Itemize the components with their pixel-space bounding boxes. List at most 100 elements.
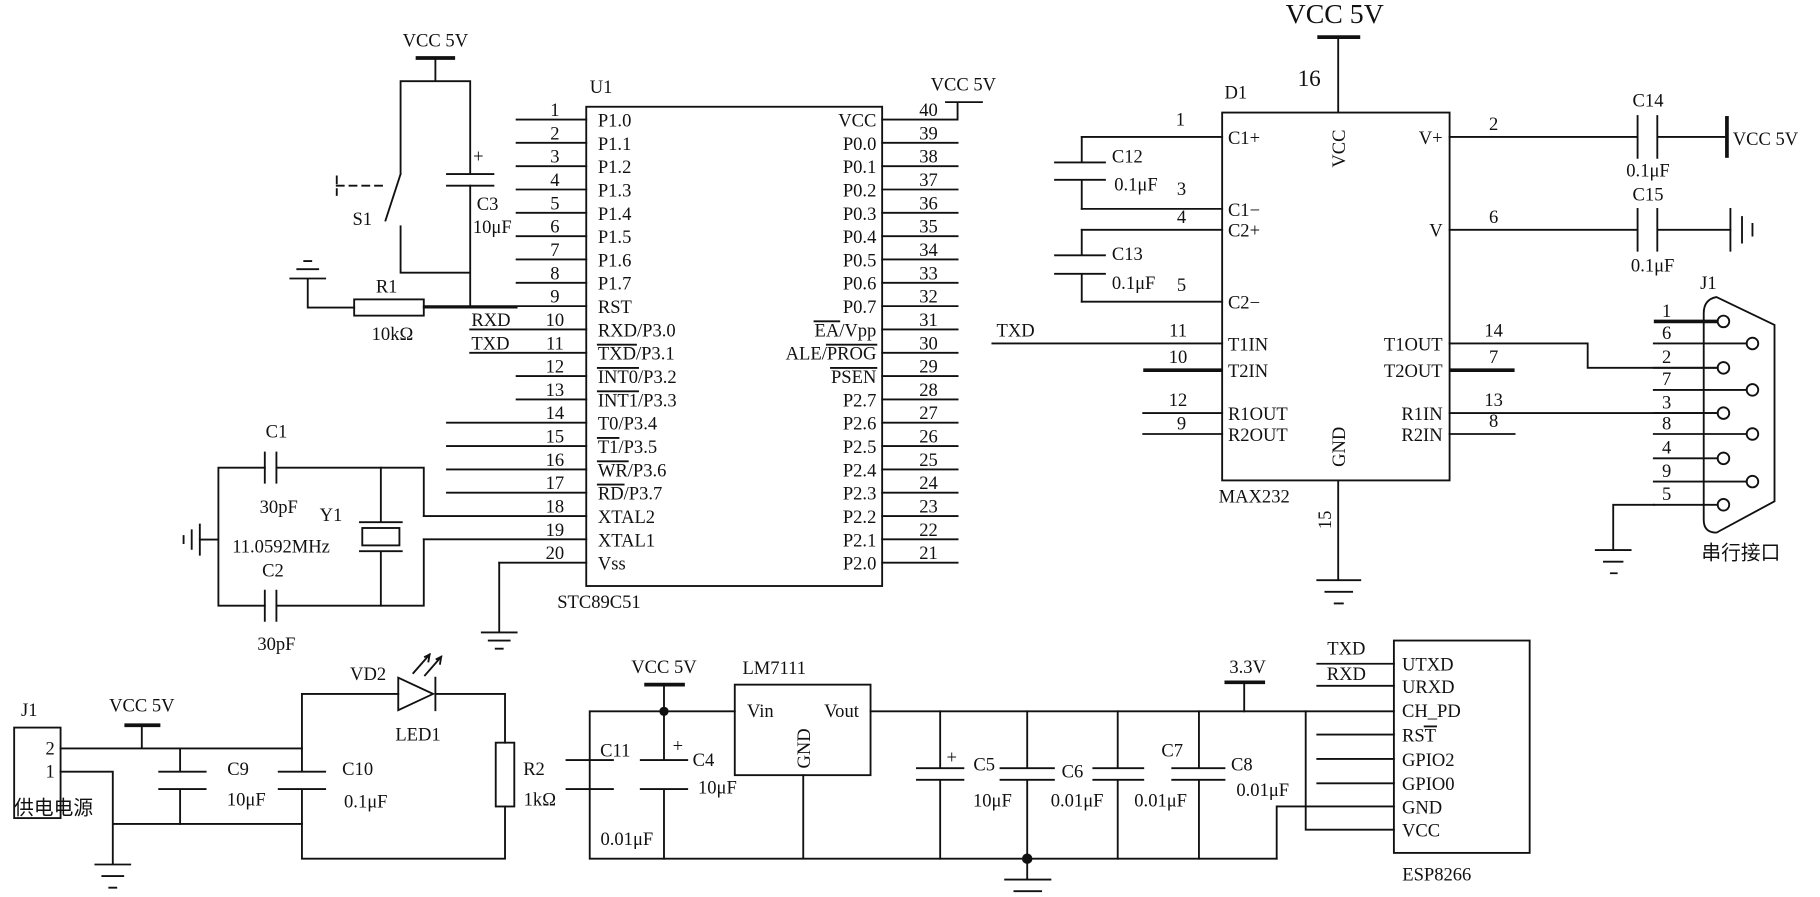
pin-number: 11 [546,333,564,354]
regulator-part: LM7111 [742,658,806,679]
pin-number: 9 [1177,413,1186,434]
switch-s1-actuator [335,175,389,196]
pin-number: 14 [1484,321,1503,342]
max232-pins: 1C1+3C1−4C2+5C2−11T1IN10T2IN12R1OUT9R2OU… [991,109,1719,446]
pin-name: P0.6 [843,274,877,295]
pin-name: GND [1402,797,1442,818]
pin-name: C2− [1228,293,1260,314]
c14-label: C14 [1633,91,1664,112]
capacitor-c6 [999,710,1055,881]
r1-label: R1 [376,276,398,297]
max232-gnd-pin-name: GND [1329,427,1350,467]
pin-contact [1745,474,1760,489]
power-connector-j1 [13,726,62,820]
led-loop-wires [277,692,506,860]
c11-value: 0.01μF [600,829,653,850]
pin-name: T2IN [1228,361,1268,382]
r1-wires [289,260,518,309]
capacitor-c11 [565,759,614,791]
esp8266-part: ESP8266 [1402,865,1471,886]
regulator-gnd: GND [794,728,815,768]
pin-name: P0.7 [843,297,877,318]
pin-number: 23 [919,497,938,518]
pin-contact [1716,361,1731,375]
pin-number: 8 [1489,411,1498,432]
mcu-vcc-label: VCC 5V [931,75,997,96]
pin-name: P2.0 [843,554,877,575]
crystal-wires [198,466,425,607]
pin-number: 12 [546,357,565,378]
pin-name: RD/P3.7 [598,484,662,505]
c4-value: 10μF [698,778,737,799]
c7-value: 0.01μF [1134,790,1187,811]
pin-number: 33 [919,263,938,284]
pin-name: P1.5 [598,227,632,248]
pin-name: T1/P3.5 [598,437,657,458]
pin-number: 22 [919,520,938,541]
pin-name: EA/Vpp [815,320,877,341]
pin-number: 1 [550,100,559,121]
pin-number: 18 [546,497,565,518]
light-emission-icon [412,652,443,677]
pin-contact [1745,383,1760,397]
pin-name: TXD/P3.1 [598,344,675,365]
pin-number: 10 [1169,347,1188,368]
pin-name: XTAL1 [598,530,655,551]
pin-contact [1716,314,1731,329]
regulator-vcc-label: VCC 5V [631,657,697,678]
pin-number: 25 [919,450,938,471]
pin-name: P0.3 [843,204,877,225]
pin-number: 35 [919,217,938,238]
power-pin1: 1 [45,761,54,782]
c9-value: 10μF [227,789,266,810]
power-caption: 供电电源 [14,797,93,820]
ground-icon [1729,207,1754,252]
pin-number: 28 [919,380,938,401]
pin-number: 19 [546,520,565,541]
v33-label: 3.3V [1229,657,1266,678]
ground-icon [182,523,201,556]
pin-number: 24 [919,473,938,494]
r2-value: 1kΩ [524,789,556,810]
pin-name: V [1429,221,1443,242]
pin-number: 6 [1662,323,1671,344]
pin-contact [1716,406,1731,420]
pin-number: 6 [1489,207,1498,228]
capacitor-c12 [1054,136,1106,210]
pin-name: C2+ [1228,221,1260,242]
power-wires [59,724,303,889]
pin-name: R2IN [1401,425,1442,446]
net-label-txd: TXD [471,333,509,354]
pin-name: V+ [1419,128,1443,149]
net-label-rxd: RXD [1327,664,1366,685]
pin-number: 37 [919,170,938,191]
pin-number: 39 [919,123,938,144]
c3-label: C3 [477,194,499,215]
pin-name: P2.3 [843,484,877,505]
capacitor-c14 [1636,115,1728,159]
pin-number: 3 [1662,392,1671,413]
power-pin2: 2 [45,738,54,759]
pin-wire-t1out [1448,342,1719,369]
pin-number: 4 [550,170,559,191]
r1-value: 10kΩ [372,324,414,345]
pin-name: P1.3 [598,180,632,201]
pin-name: VCC [838,110,876,131]
max232-vcc-pin-number: 16 [1298,66,1321,92]
capacitor-c8 [1171,710,1226,860]
pin-name: RST [598,297,633,318]
pin-name: URXD [1402,677,1455,698]
junction-dot [1021,853,1033,864]
regulator-lm7111 [733,683,872,777]
c1-c2-plates [263,451,278,622]
pin-number: 9 [1662,461,1671,482]
c4-label: C4 [693,750,715,771]
c1-label: C1 [266,421,288,442]
pin-name: R1IN [1401,404,1442,425]
pin-name: PSEN [831,367,876,388]
pin-name: R1OUT [1228,404,1288,425]
